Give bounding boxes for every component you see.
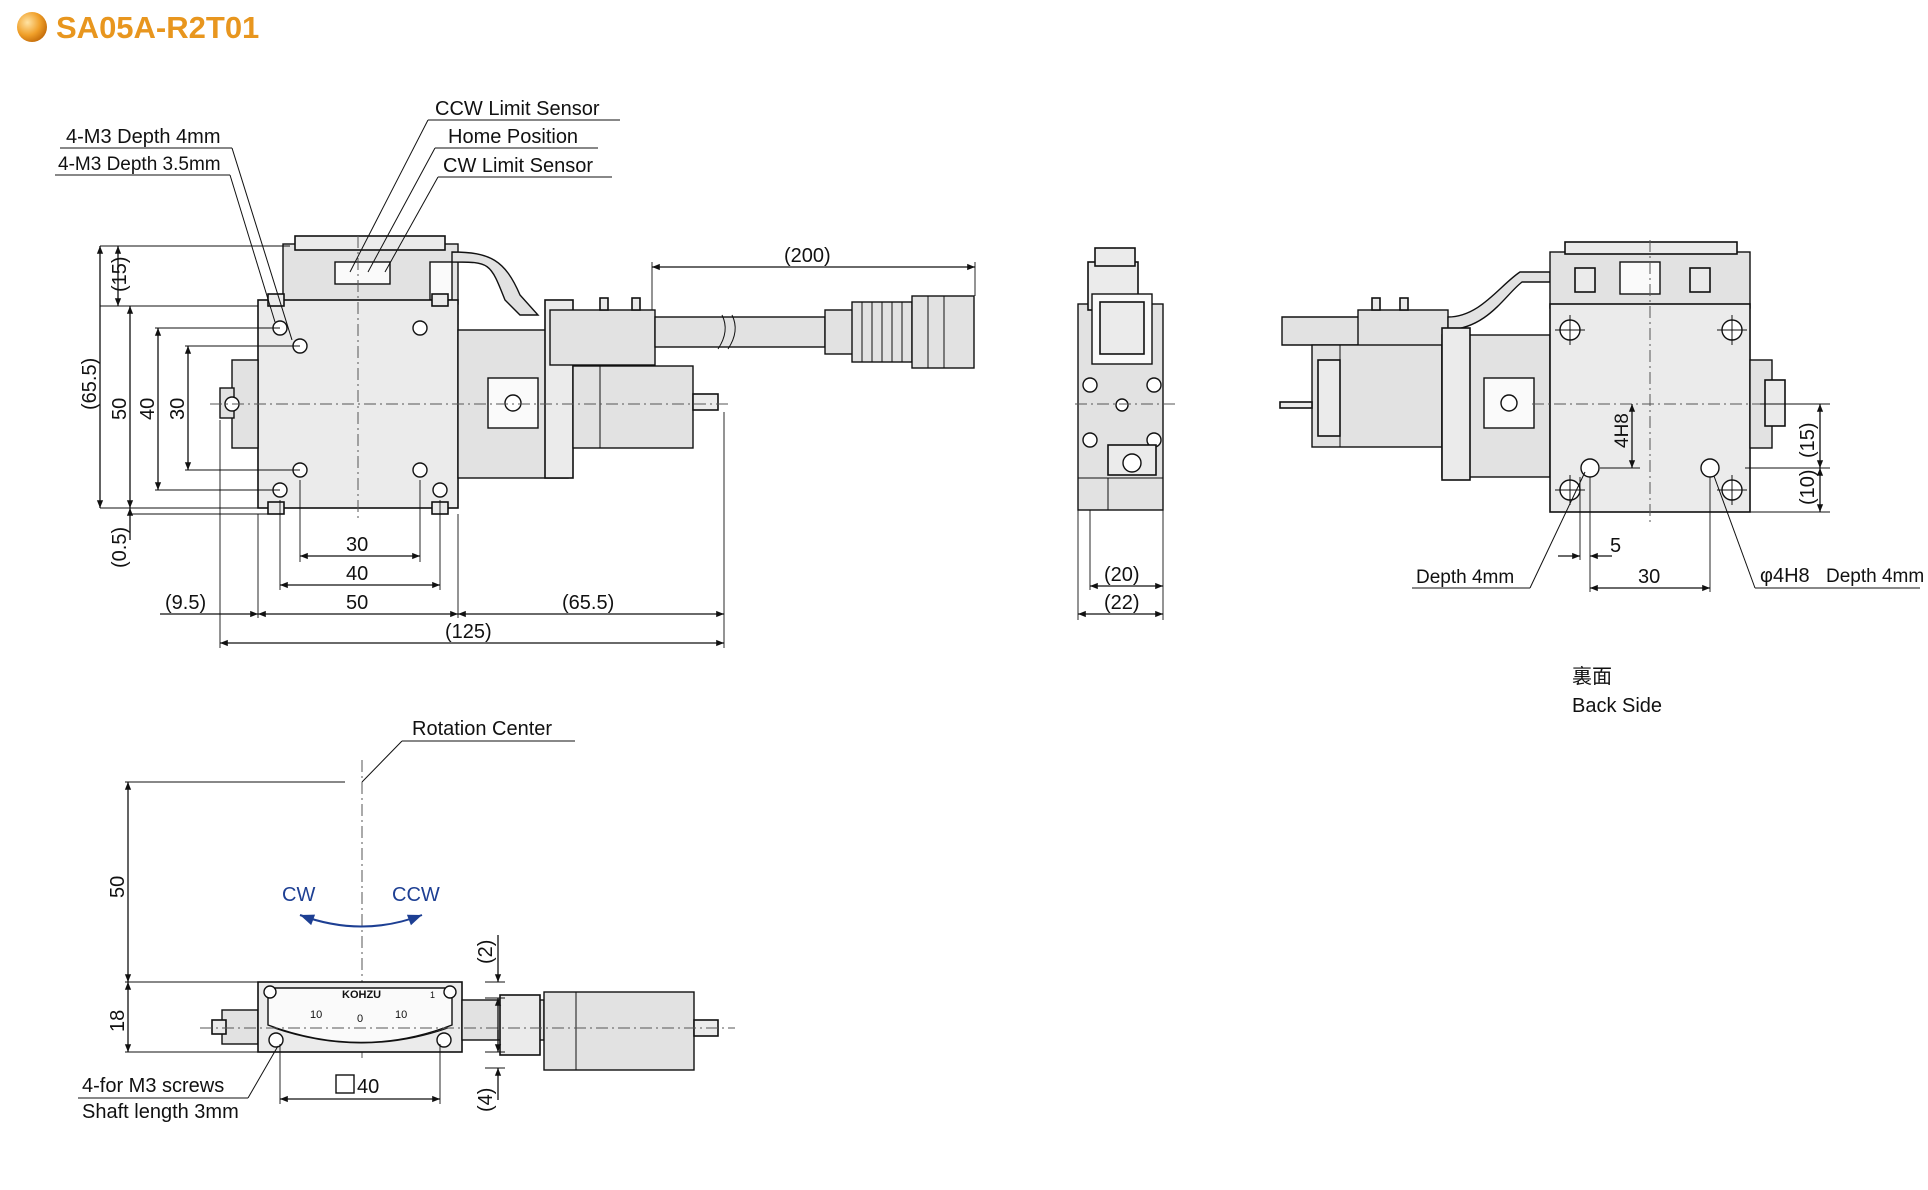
label-home-position: Home Position — [448, 126, 578, 148]
label-cw: CW — [282, 884, 315, 906]
label-phi-depth-4mm: Depth 4mm — [1826, 566, 1924, 587]
dim-top-50v: 50 — [109, 398, 131, 420]
dim-back-10: (10) — [1797, 469, 1819, 505]
dim-top-9-5: (9.5) — [165, 592, 206, 614]
rotation-arrow-icon — [299, 914, 423, 928]
square-symbol-icon — [335, 1074, 355, 1094]
dim-top-0-5: (0.5) — [109, 527, 131, 568]
dim-front-2: (2) — [475, 940, 497, 964]
label-back-side-jp: 裏面 — [1572, 665, 1612, 688]
dim-top-125: (125) — [445, 621, 492, 643]
label-shaft-length: Shaft length 3mm — [82, 1101, 239, 1123]
dim-top-50h: 50 — [346, 592, 368, 614]
logo-kohzu: KOHZU — [342, 989, 381, 1001]
back-view: 4H8 (15) (10) 5 30 Depth 4mm φ4H8 Depth … — [1279, 240, 1924, 717]
scale-tick-0: 0 — [357, 1013, 363, 1025]
motor-body — [572, 365, 694, 449]
dim-top-65-5: (65.5) — [79, 358, 101, 410]
dim-back-30: 30 — [1638, 566, 1660, 588]
page-title: SA05A-R2T01 — [56, 10, 259, 45]
back-hole-group — [1555, 315, 1747, 505]
dim-back-15: (15) — [1797, 422, 1819, 458]
dim-front-18: 18 — [107, 1010, 129, 1032]
scale-tick-10-right: 10 — [395, 1009, 407, 1021]
side-view: (20) (22) — [1075, 247, 1175, 620]
dim-top-40h: 40 — [346, 563, 368, 585]
top-view: (15) (65.5) 50 40 30 (0.5) (200) 30 40 5… — [55, 98, 976, 648]
dim-top-30v: 30 — [167, 398, 189, 420]
dim-side-20: (20) — [1104, 564, 1140, 586]
dim-front-4: (4) — [475, 1088, 497, 1112]
dim-top-40v: 40 — [137, 398, 159, 420]
label-m3-depth-4: 4-M3 Depth 4mm — [66, 126, 221, 148]
label-screws: 4-for M3 screws — [82, 1075, 224, 1097]
dim-top-30h: 30 — [346, 534, 368, 556]
label-cw-limit-sensor: CW Limit Sensor — [443, 155, 593, 177]
label-phi-4h8: φ4H8 — [1760, 565, 1810, 587]
label-back-depth-4mm: Depth 4mm — [1416, 567, 1514, 588]
label-ccw: CCW — [392, 884, 440, 906]
dim-side-22: (22) — [1104, 592, 1140, 614]
label-m3-depth-3-5: 4-M3 Depth 3.5mm — [58, 154, 221, 175]
dim-back-4h8: 4H8 — [1612, 413, 1633, 448]
label-ccw-limit-sensor: CCW Limit Sensor — [435, 98, 600, 120]
label-back-side: Back Side — [1572, 695, 1662, 717]
dim-front-40: 40 — [357, 1076, 379, 1098]
title-group: SA05A-R2T01 — [17, 10, 259, 45]
orange-sphere-bullet-icon — [17, 12, 47, 42]
dim-front-50: 50 — [107, 876, 129, 898]
scale-tick-10-left: 10 — [310, 1009, 322, 1021]
front-view: 50 18 Rotation Center CW CCW KOHZU 10 0 … — [78, 718, 735, 1123]
dim-top-15: (15) — [109, 256, 131, 292]
dim-top-200: (200) — [784, 245, 831, 267]
scale-tick-1: 1 — [430, 990, 435, 1000]
label-rotation-center: Rotation Center — [412, 718, 552, 740]
dim-top-65-5h: (65.5) — [562, 592, 614, 614]
dim-back-5: 5 — [1610, 535, 1621, 557]
